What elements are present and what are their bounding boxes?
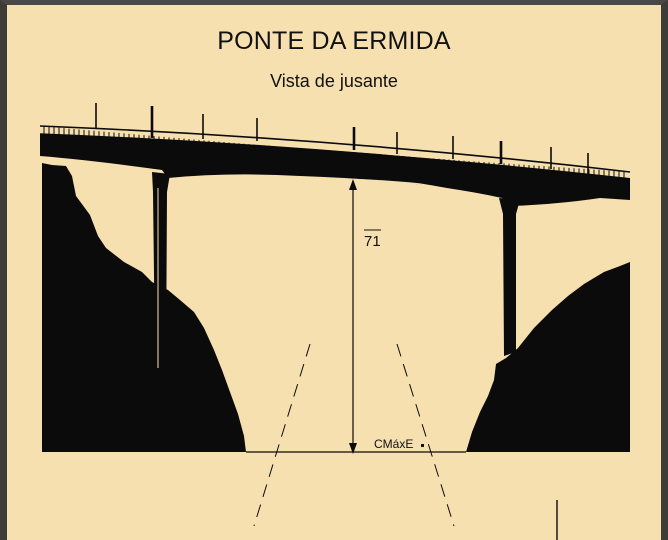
- left-pier: [152, 172, 170, 372]
- water-level-marker: [421, 444, 424, 447]
- deck-railing: [39, 125, 631, 181]
- height-dimension: [349, 179, 357, 454]
- left-dashed-line: [253, 343, 311, 527]
- deck-soffit-line: [167, 177, 503, 203]
- right-canyon-wall: [466, 262, 630, 452]
- bridge-deck: [40, 134, 630, 206]
- lamp-posts: [95, 103, 589, 174]
- water-level-label: CMáxE: [374, 437, 413, 451]
- height-label: 71: [364, 233, 381, 250]
- drawing-title: PONTE DA ERMIDA: [217, 27, 451, 55]
- right-pier: [499, 198, 520, 356]
- drawing-subtitle: Vista de jusante: [270, 71, 398, 91]
- left-canyon-wall: [42, 163, 246, 452]
- right-dashed-line: [396, 343, 455, 527]
